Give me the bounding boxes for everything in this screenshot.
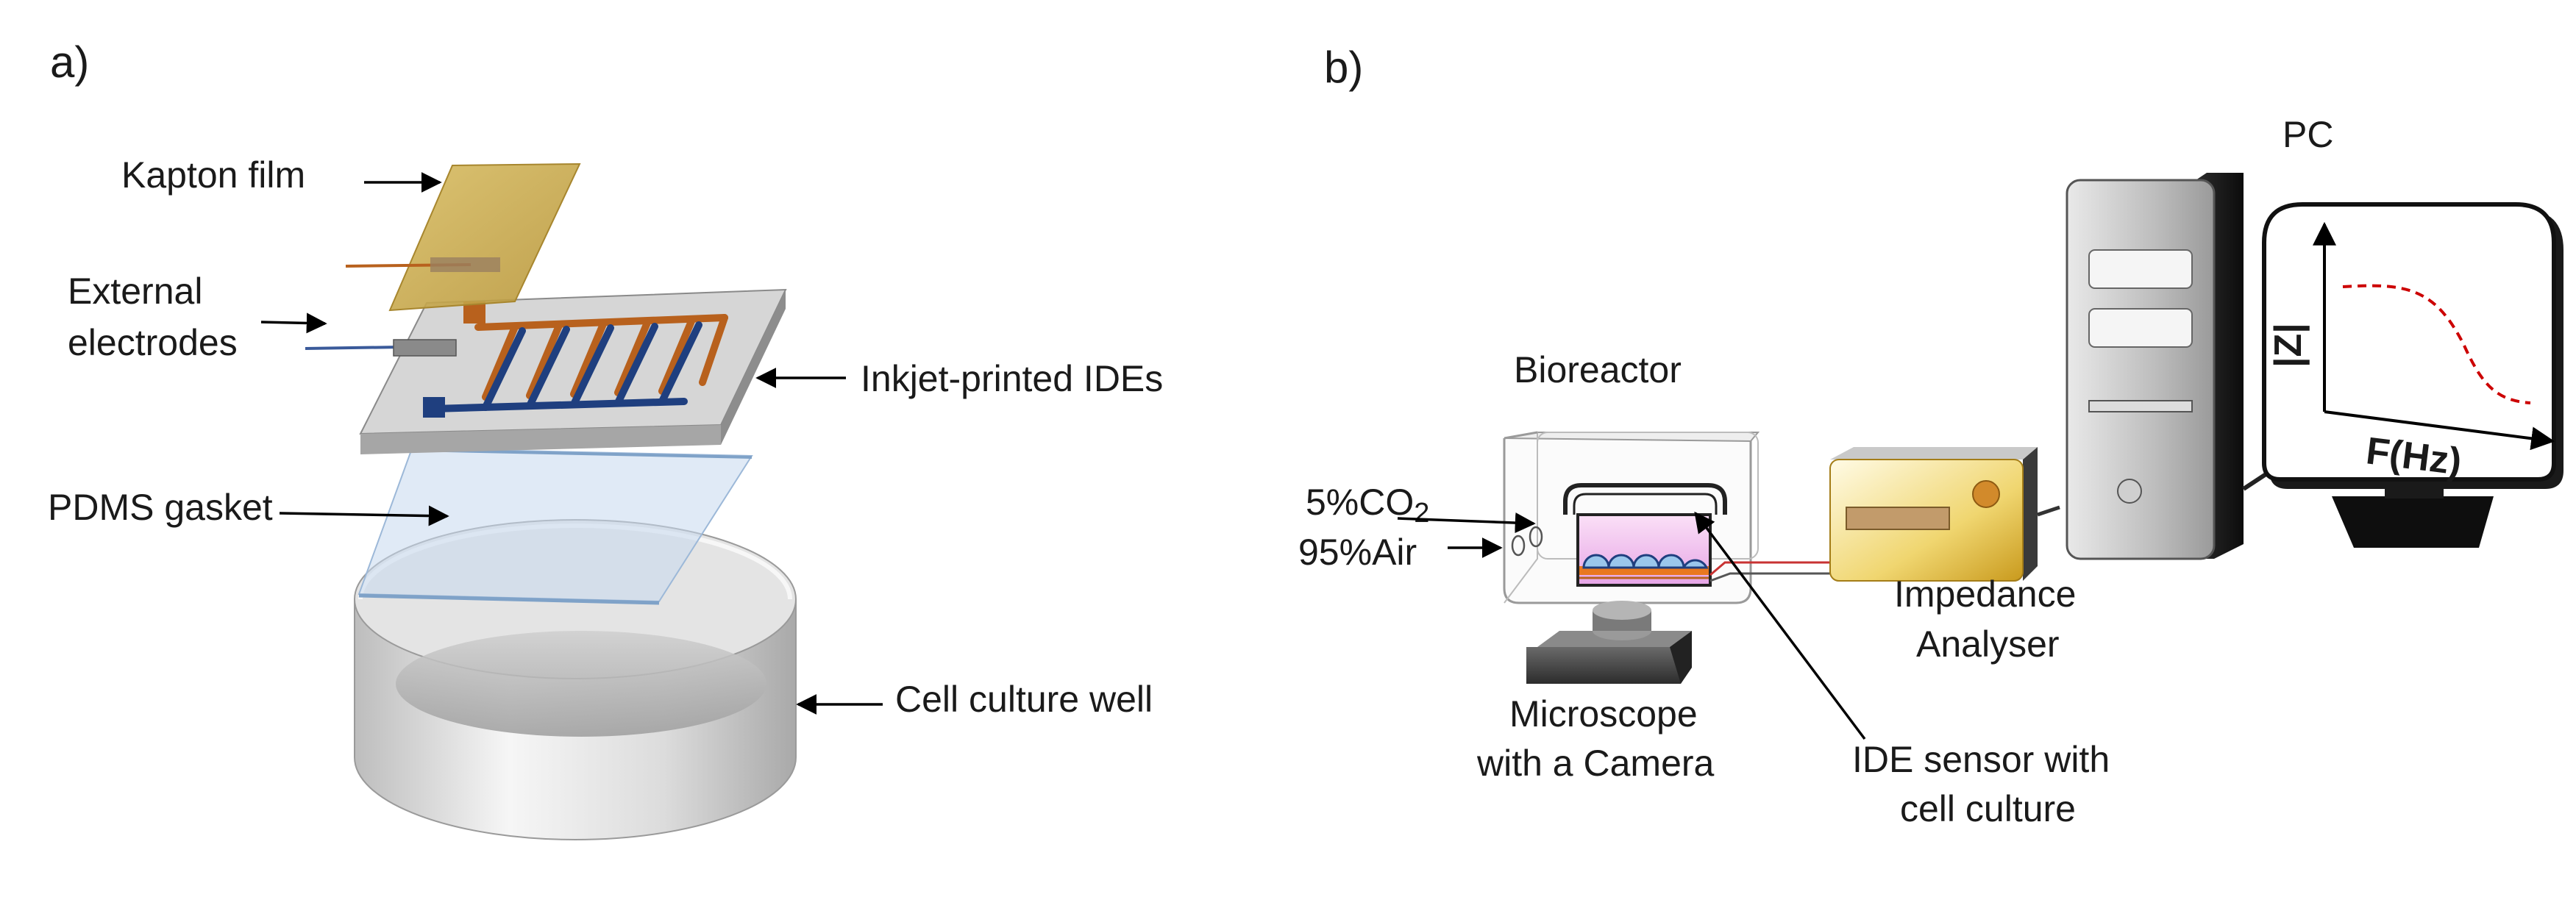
label-sensor-line1: IDE sensor with bbox=[1852, 739, 2110, 780]
pc-tower bbox=[2066, 173, 2244, 560]
label-inkjet-ides: Inkjet-printed IDEs bbox=[861, 358, 1163, 399]
label-co2: 5%CO2 bbox=[1306, 482, 1429, 529]
arrow-co2 bbox=[1397, 512, 1536, 534]
bioreactor bbox=[1503, 431, 1760, 604]
ide-comb-orange bbox=[474, 314, 728, 401]
monitor-y-label: |Z| bbox=[2267, 323, 2310, 368]
cells bbox=[1582, 554, 1709, 569]
panel-b-label: b) bbox=[1324, 43, 1363, 92]
arrow-sensor bbox=[1694, 511, 1866, 740]
label-microscope-line2: with a Camera bbox=[1476, 743, 1715, 784]
port-2 bbox=[1529, 526, 1543, 548]
label-external-line2: electrodes bbox=[68, 322, 238, 363]
ide-substrate bbox=[359, 288, 787, 454]
label-co2-subscript: 2 bbox=[1414, 498, 1429, 529]
cable-analyser-pc bbox=[2037, 505, 2060, 517]
panel-a: a) bbox=[48, 37, 1163, 840]
label-microscope-line1: Microscope bbox=[1509, 693, 1698, 735]
microscope-camera bbox=[1526, 601, 1692, 684]
impedance-analyser bbox=[1829, 447, 2038, 582]
impedance-curve bbox=[2342, 284, 2531, 404]
monitor-x-axis bbox=[2324, 410, 2555, 451]
label-pc: PC bbox=[2283, 114, 2333, 155]
kapton-film bbox=[305, 162, 581, 357]
label-external-line1: External bbox=[68, 271, 202, 312]
port-1 bbox=[1511, 535, 1526, 557]
label-kapton-film: Kapton film bbox=[121, 154, 305, 196]
label-bioreactor: Bioreactor bbox=[1514, 349, 1682, 390]
label-impedance-line1: Impedance bbox=[1894, 573, 2076, 615]
label-cell-culture-well: Cell culture well bbox=[895, 679, 1153, 720]
blue-pad bbox=[423, 397, 445, 418]
ide-comb-blue bbox=[430, 321, 702, 412]
panel-a-label: a) bbox=[50, 37, 89, 87]
label-co2-main: 5%CO bbox=[1306, 482, 1414, 523]
panel-b: b) bbox=[1298, 43, 2563, 829]
arrow-pdms bbox=[279, 505, 449, 526]
label-pdms-gasket: PDMS gasket bbox=[48, 487, 273, 528]
label-impedance-line2: Analyser bbox=[1916, 623, 2060, 665]
pc-monitor: |Z| F(Hz) bbox=[2262, 202, 2563, 548]
arrow-external bbox=[260, 312, 327, 334]
pdms-gasket bbox=[357, 447, 753, 605]
label-sensor-line2: cell culture bbox=[1900, 788, 2076, 829]
label-air: 95%Air bbox=[1298, 532, 1417, 573]
